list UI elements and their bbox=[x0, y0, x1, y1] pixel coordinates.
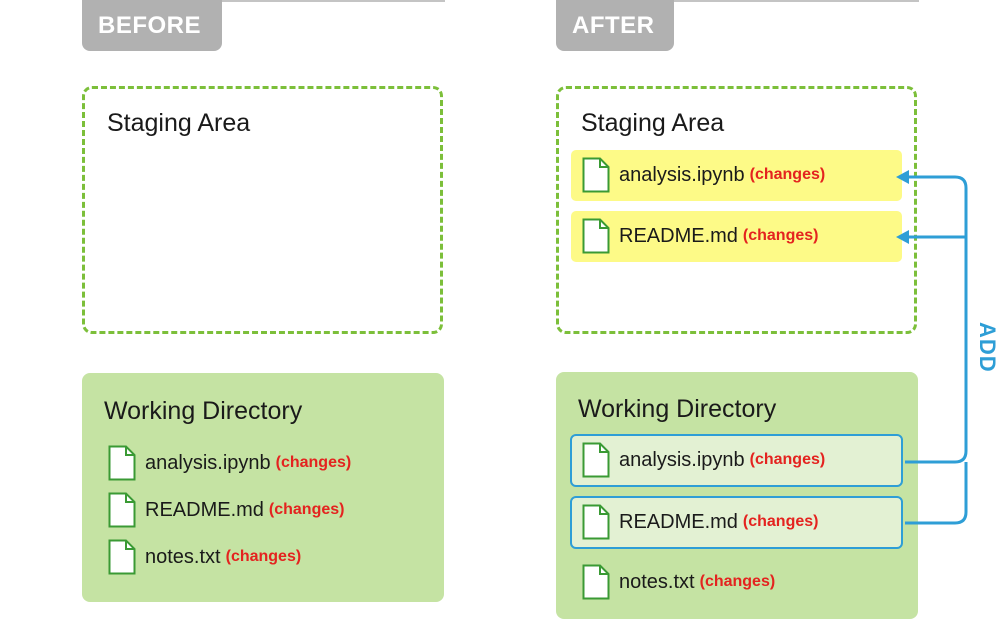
file-name: analysis.ipynb bbox=[145, 451, 271, 474]
after-tab: AFTER bbox=[556, 0, 674, 51]
file-name: README.md bbox=[619, 224, 738, 247]
file-status: (changes) bbox=[699, 573, 776, 590]
file-icon bbox=[108, 445, 136, 481]
before-working-title: Working Directory bbox=[104, 397, 303, 425]
file-icon bbox=[582, 504, 610, 540]
arrow-head-icon bbox=[896, 230, 909, 244]
file-icon bbox=[582, 442, 610, 478]
staged-file-row: analysis.ipynb (changes) bbox=[582, 157, 825, 193]
after-working-directory: Working Directory bbox=[556, 372, 918, 619]
file-status: (changes) bbox=[749, 166, 826, 183]
working-file-row: analysis.ipynb (changes) bbox=[582, 442, 825, 478]
file-status: (changes) bbox=[742, 513, 819, 530]
file-icon bbox=[582, 564, 610, 600]
file-icon bbox=[108, 492, 136, 528]
before-tab: BEFORE bbox=[82, 0, 222, 51]
add-label: ADD bbox=[975, 322, 1000, 373]
working-file-analysis-selected: analysis.ipynb (changes) bbox=[570, 434, 903, 487]
before-working-directory: Working Directory analysis.ipynb (change… bbox=[82, 373, 444, 602]
working-file-readme-selected: README.md (changes) bbox=[570, 496, 903, 549]
before-file-readme: README.md (changes) bbox=[108, 492, 344, 528]
working-file-notes: notes.txt (changes) bbox=[582, 564, 775, 600]
staged-file-row: README.md (changes) bbox=[582, 218, 818, 254]
file-status: (changes) bbox=[742, 227, 819, 244]
staged-file-analysis: analysis.ipynb (changes) bbox=[571, 150, 902, 201]
file-status: (changes) bbox=[225, 548, 302, 565]
add-branch-readme-in bbox=[905, 462, 968, 525]
file-status: (changes) bbox=[749, 451, 826, 468]
after-working-title: Working Directory bbox=[578, 395, 777, 423]
file-name: analysis.ipynb bbox=[619, 448, 745, 471]
file-status: (changes) bbox=[268, 501, 345, 518]
file-name: notes.txt bbox=[145, 545, 221, 568]
file-name: analysis.ipynb bbox=[619, 163, 745, 186]
before-file-analysis: analysis.ipynb (changes) bbox=[108, 445, 351, 481]
before-file-notes: notes.txt (changes) bbox=[108, 539, 301, 575]
file-icon bbox=[582, 157, 610, 193]
working-file-row: README.md (changes) bbox=[582, 504, 818, 540]
after-top-line bbox=[556, 0, 919, 2]
file-icon bbox=[582, 218, 610, 254]
file-name: README.md bbox=[145, 498, 264, 521]
arrow-head-icon bbox=[896, 170, 909, 184]
file-name: README.md bbox=[619, 510, 738, 533]
file-status: (changes) bbox=[275, 454, 352, 471]
before-staging-title: Staging Area bbox=[107, 109, 251, 137]
add-bracket-line bbox=[905, 175, 968, 464]
after-staging-area: Staging Area bbox=[556, 86, 917, 334]
file-icon bbox=[108, 539, 136, 575]
before-staging-area: Staging Area bbox=[82, 86, 443, 334]
before-top-line bbox=[82, 0, 445, 2]
file-name: notes.txt bbox=[619, 570, 695, 593]
after-staging-title: Staging Area bbox=[581, 109, 725, 137]
staged-file-readme: README.md (changes) bbox=[571, 211, 902, 262]
